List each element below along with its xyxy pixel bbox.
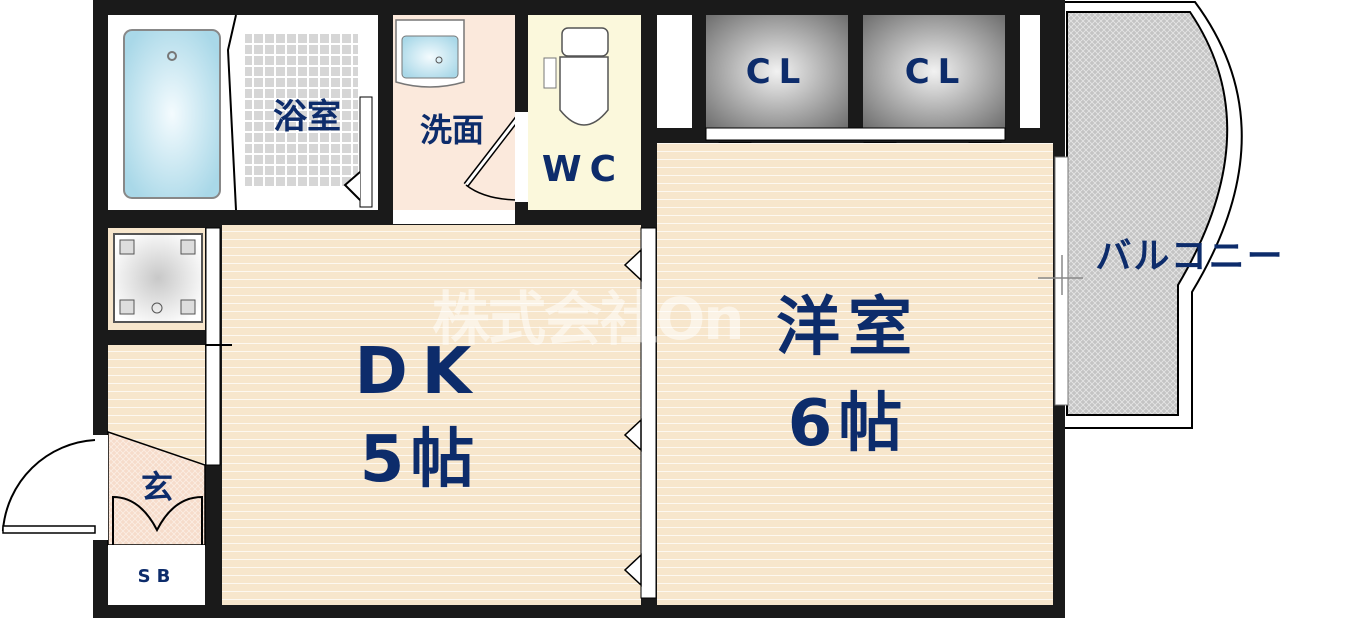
shoe-box-doors[interactable] — [112, 495, 203, 545]
label-entrance: 玄 — [140, 468, 174, 506]
toilet-tank — [561, 27, 609, 57]
toilet-bowl — [559, 56, 609, 126]
balcony-area — [1059, 1, 1243, 429]
entrance-door[interactable] — [1, 439, 96, 531]
label-washroom: 洗面 — [419, 111, 485, 149]
bathtub — [123, 29, 221, 199]
label-western-room-size: 6帖 — [787, 387, 909, 461]
label-dk-size: 5帖 — [359, 423, 481, 497]
label-bath: 浴室 — [273, 97, 341, 137]
label-western-room: 洋室 — [776, 291, 920, 365]
label-shoe-box: SB — [137, 566, 177, 587]
label-toilet: WC — [541, 149, 625, 190]
room-partition-door[interactable] — [640, 227, 657, 599]
closet-2 — [863, 15, 1005, 128]
label-dk: DK — [354, 335, 486, 409]
bath-floor-tiles — [245, 33, 358, 188]
closet-doors[interactable] — [705, 127, 1006, 141]
washroom-door[interactable] — [465, 184, 521, 201]
bathtub-drain — [167, 51, 177, 61]
shoe-box — [108, 545, 205, 605]
dining-kitchen — [222, 225, 641, 605]
western-room — [657, 143, 1053, 605]
closet-1 — [706, 15, 848, 128]
label-closet-2: CL — [904, 52, 968, 92]
watermark: 株式会社On — [432, 285, 745, 353]
label-balcony: バルコニー — [1095, 236, 1285, 277]
label-closet-1: CL — [745, 52, 809, 92]
sliding-door[interactable] — [205, 227, 221, 466]
